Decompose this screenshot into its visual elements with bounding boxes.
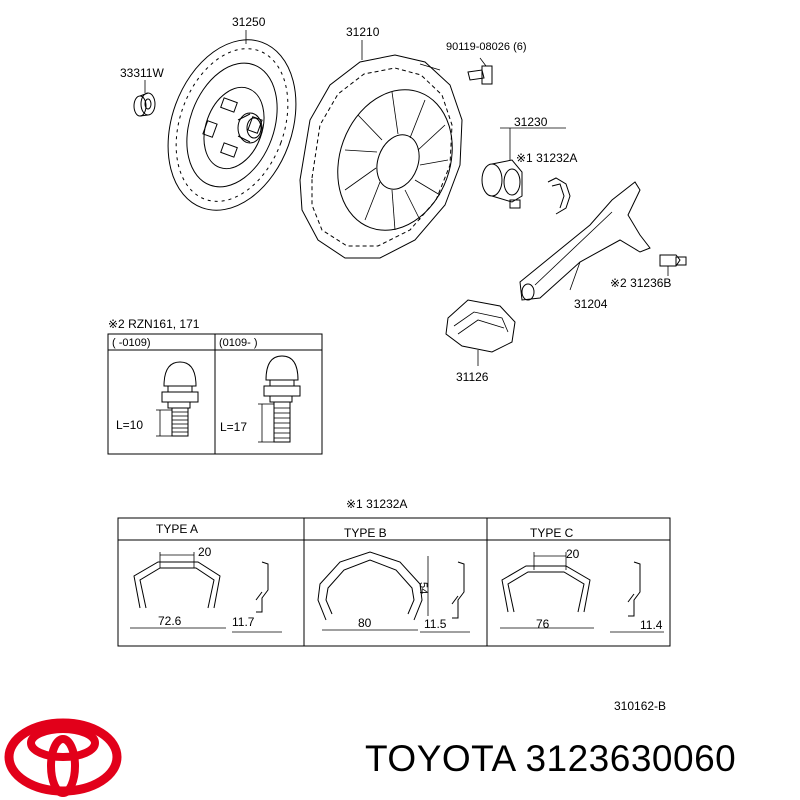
- label-boot: 31126: [456, 370, 489, 384]
- bolt-drawing: [467, 57, 493, 85]
- pivot-col2-header: (0109- ): [219, 337, 258, 349]
- clip-b-width-dim: 80: [358, 616, 372, 630]
- diagram-code: 310162-B: [614, 699, 666, 713]
- label-cover: 31210: [346, 25, 380, 39]
- label-clip: ※1 31232A: [516, 151, 577, 165]
- label-bolt: 90119-08026 (6): [446, 41, 527, 53]
- clip-c-side-dim: 11.4: [640, 618, 663, 632]
- label-pivot: ※2 31236B: [610, 276, 671, 290]
- clip-type-b-name: TYPE B: [344, 526, 387, 540]
- label-fork: 31204: [574, 297, 608, 311]
- pilot-bearing-drawing: [133, 80, 156, 117]
- toyota-logo: [4, 718, 122, 797]
- clip-a-side-dim: 11.7: [232, 615, 255, 629]
- clip-drawing: [547, 177, 571, 215]
- clip-type-a-name: TYPE A: [156, 522, 198, 536]
- pivot-bolt-drawing: [659, 254, 687, 276]
- label-release-bearing: 31230: [514, 115, 548, 129]
- pivot-length-long: L=17: [220, 420, 247, 434]
- clutch-disc-drawing: [167, 39, 297, 211]
- clip-a-top-dim: 20: [198, 545, 212, 559]
- clip-c-width-dim: 76: [536, 617, 550, 631]
- pivot-variant-table: ※2 RZN161, 171 ( -0109) (0109- ) L=10: [107, 317, 323, 455]
- label-disc: 31250: [232, 15, 266, 29]
- pivot-col1-header: ( -0109): [112, 337, 151, 349]
- part-number: 3123630060: [525, 738, 737, 779]
- clip-type-c-name: TYPE C: [530, 526, 574, 540]
- clip-type-table: ※1 31232A TYPE A TYPE B TYPE C 20 72.6 1…: [117, 497, 671, 647]
- brand-caption: TOYOTA 3123630060: [365, 738, 736, 780]
- clip-b-height-dim: 54: [417, 582, 429, 594]
- clip-table-title: ※1 31232A: [346, 497, 407, 511]
- release-fork-drawing: [519, 181, 651, 301]
- clip-b-side-dim: 11.5: [424, 617, 447, 631]
- clip-a-width-dim: 72.6: [158, 614, 182, 628]
- clutch-cover-drawing: [299, 54, 463, 259]
- brand-name: TOYOTA: [365, 738, 515, 779]
- pivot-length-short: L=10: [116, 418, 143, 432]
- release-bearing-drawing: [481, 127, 566, 209]
- clip-c-top-dim: 20: [566, 547, 580, 561]
- boot-drawing: [445, 299, 516, 366]
- label-bearing-plug: 33311W: [120, 66, 164, 80]
- pivot-table-title: ※2 RZN161, 171: [108, 317, 200, 331]
